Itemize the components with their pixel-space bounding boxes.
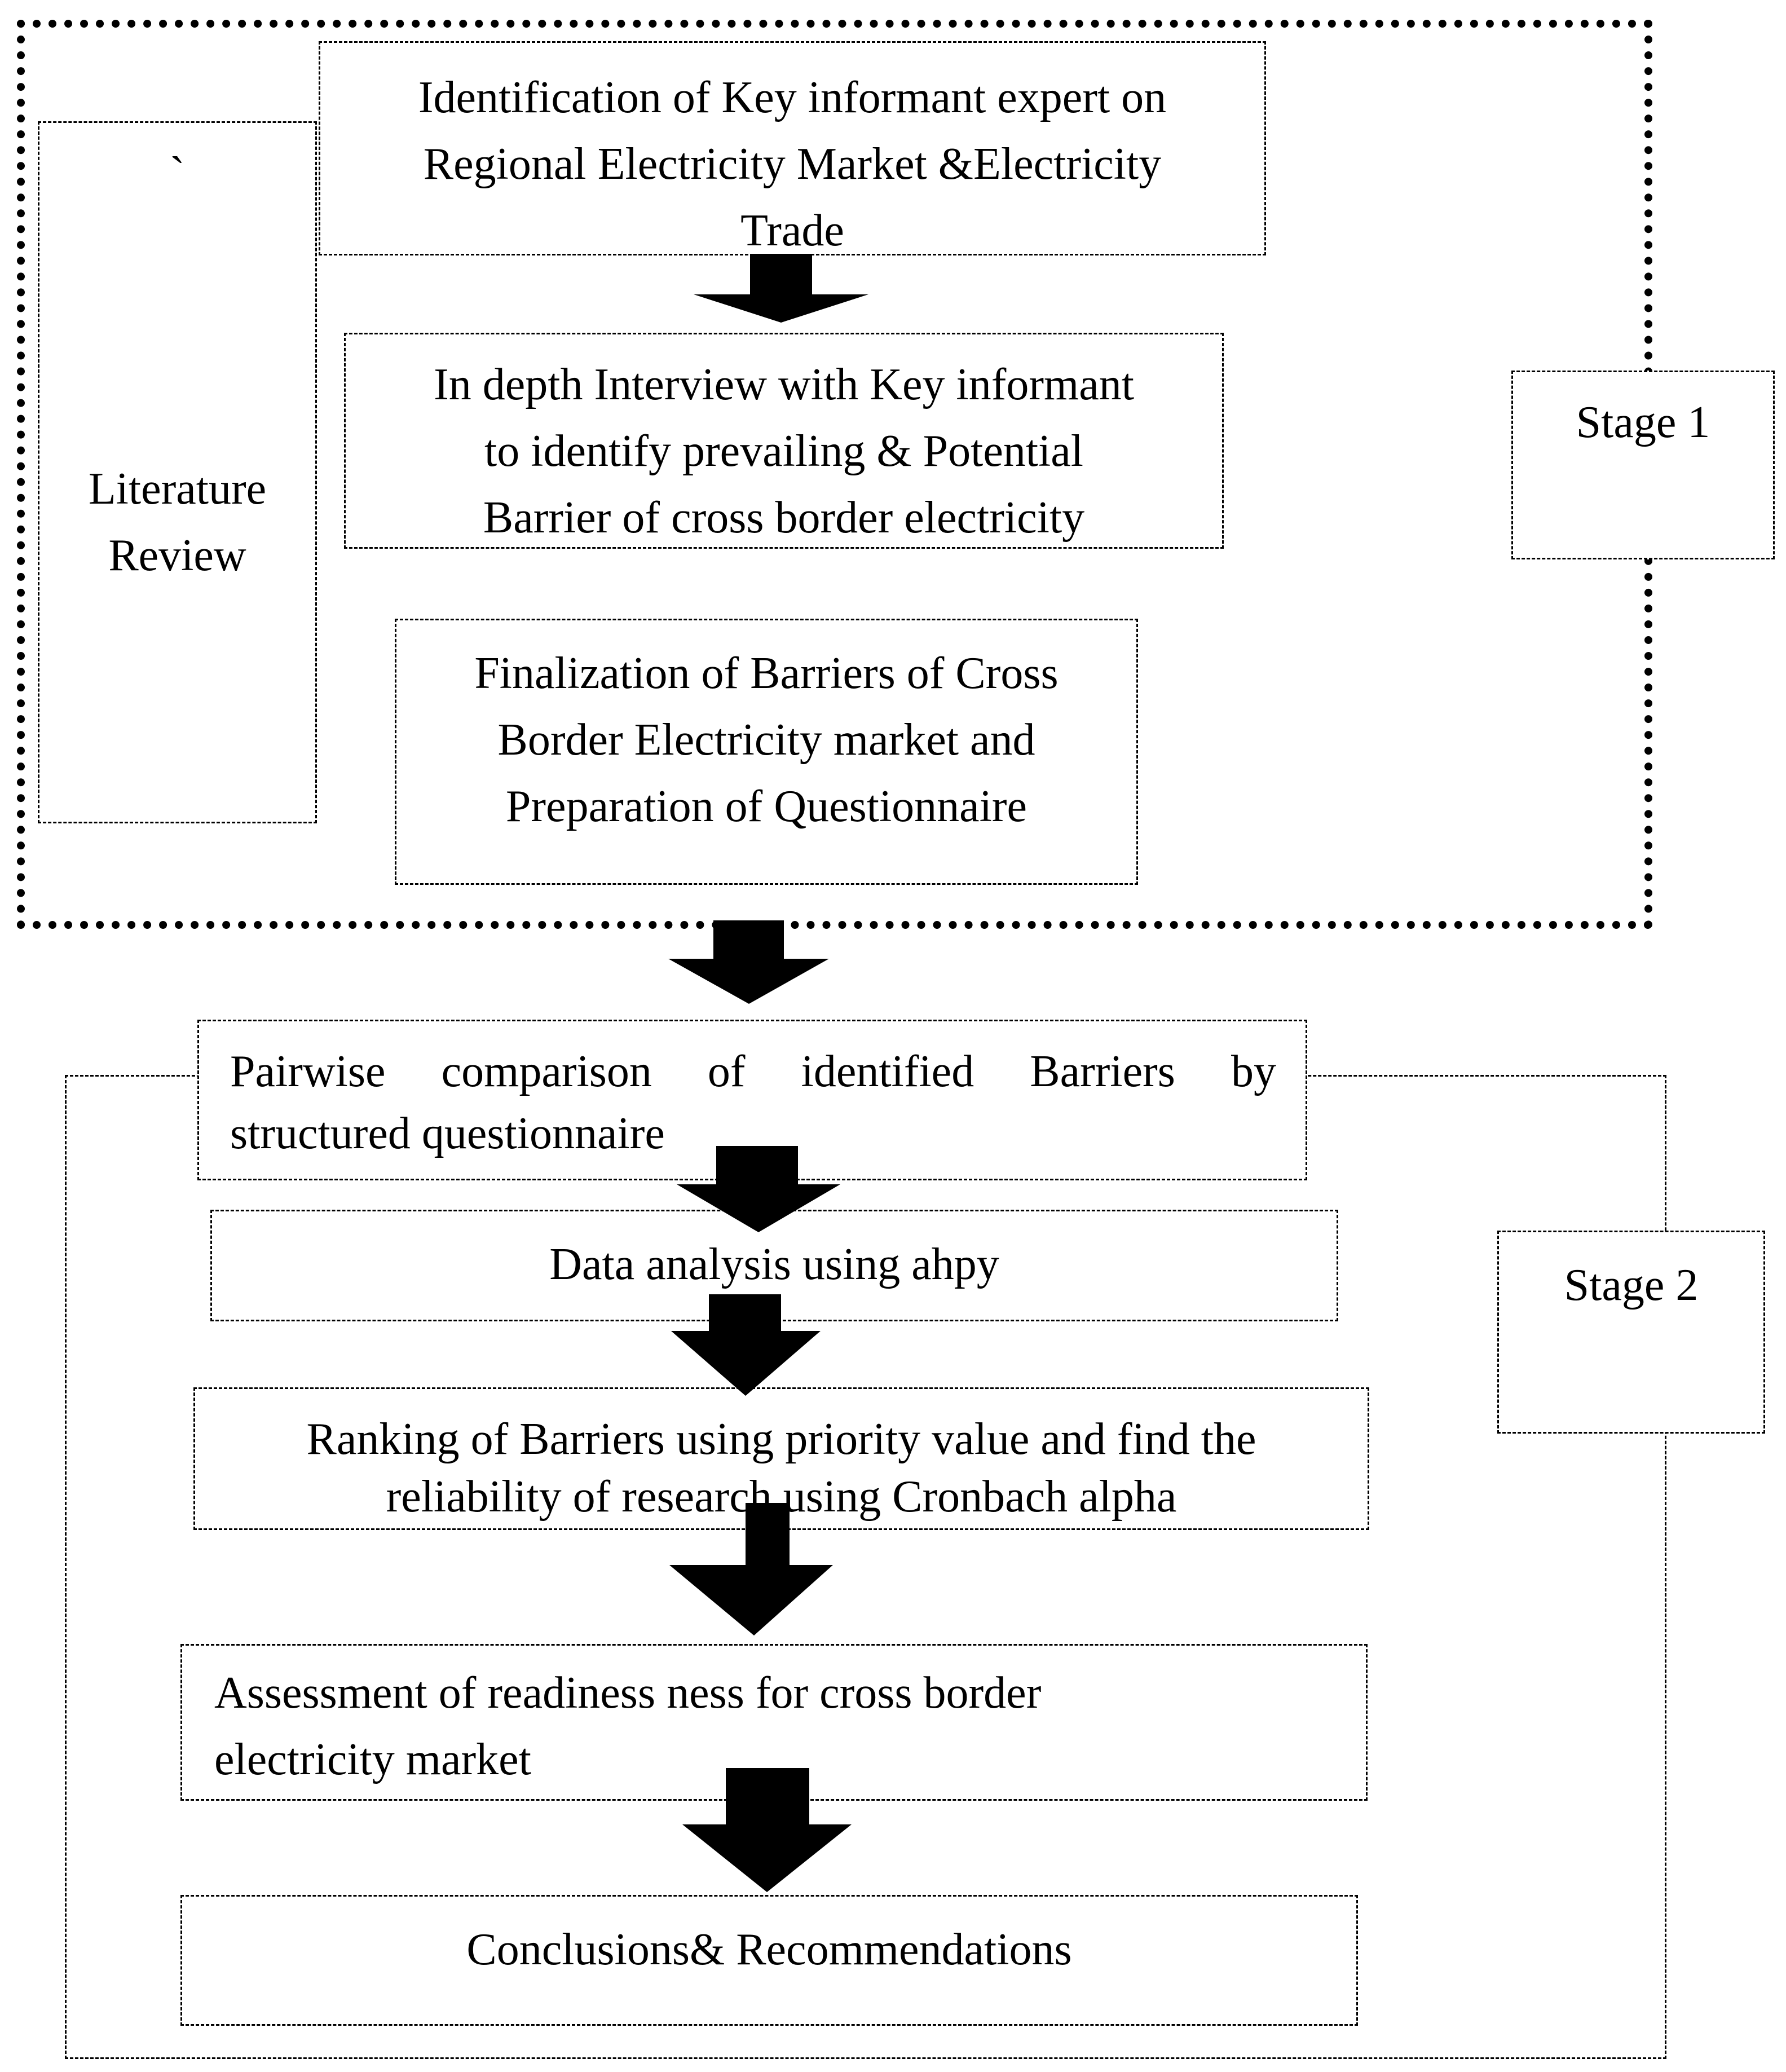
conclusions-box: Conclusions& Recommendations [180, 1895, 1358, 2026]
stage2-label-box: Stage 2 [1497, 1231, 1765, 1434]
arrow-6-icon [682, 1768, 852, 1892]
arrow-5-icon [669, 1503, 833, 1635]
conclusions-line1: Conclusions& Recommendations [466, 1925, 1072, 1974]
finalization-line2: Border Electricity market and [497, 715, 1035, 765]
arrow-4-icon [671, 1294, 821, 1396]
pairwise-comparison-line1: Pairwise comparison of identified Barrie… [230, 1047, 1276, 1096]
literature-review-box: ` Literature Review [38, 121, 317, 823]
identify-informant-line2: Regional Electricity Market &Electricity [423, 139, 1162, 189]
finalization-line3: Preparation of Questionnaire [505, 782, 1027, 831]
data-analysis-line1: Data analysis using ahpy [549, 1240, 999, 1289]
stage1-label-box: Stage 1 [1511, 371, 1775, 559]
assessment-line1: Assessment of readiness ness for cross b… [214, 1668, 1042, 1718]
interview-line3: Barrier of cross border electricity [483, 493, 1085, 542]
literature-review-label-line1: Literature [88, 464, 267, 514]
ranking-line1: Ranking of Barriers using priority value… [306, 1414, 1256, 1464]
identify-informant-line3: Trade [740, 206, 844, 255]
literature-review-mark: ` [170, 148, 185, 198]
identify-informant-box: Identification of Key informant expert o… [319, 41, 1266, 255]
interview-box: In depth Interview with Key informant to… [344, 333, 1224, 549]
finalization-box: Finalization of Barriers of Cross Border… [395, 619, 1138, 885]
stage1-label: Stage 1 [1576, 398, 1710, 447]
interview-line2: to identify prevailing & Potential [484, 426, 1084, 476]
finalization-line1: Finalization of Barriers of Cross [474, 649, 1059, 698]
arrow-3-icon [677, 1146, 840, 1232]
interview-line1: In depth Interview with Key informant [434, 360, 1134, 409]
literature-review-label-line2: Review [108, 531, 246, 580]
arrow-2-icon [668, 920, 829, 1004]
identify-informant-line1: Identification of Key informant expert o… [418, 73, 1167, 122]
arrow-1-icon [694, 254, 868, 323]
pairwise-comparison-line2: structured questionnaire [230, 1109, 665, 1158]
stage2-label: Stage 2 [1564, 1260, 1699, 1310]
assessment-line2: electricity market [214, 1735, 531, 1784]
